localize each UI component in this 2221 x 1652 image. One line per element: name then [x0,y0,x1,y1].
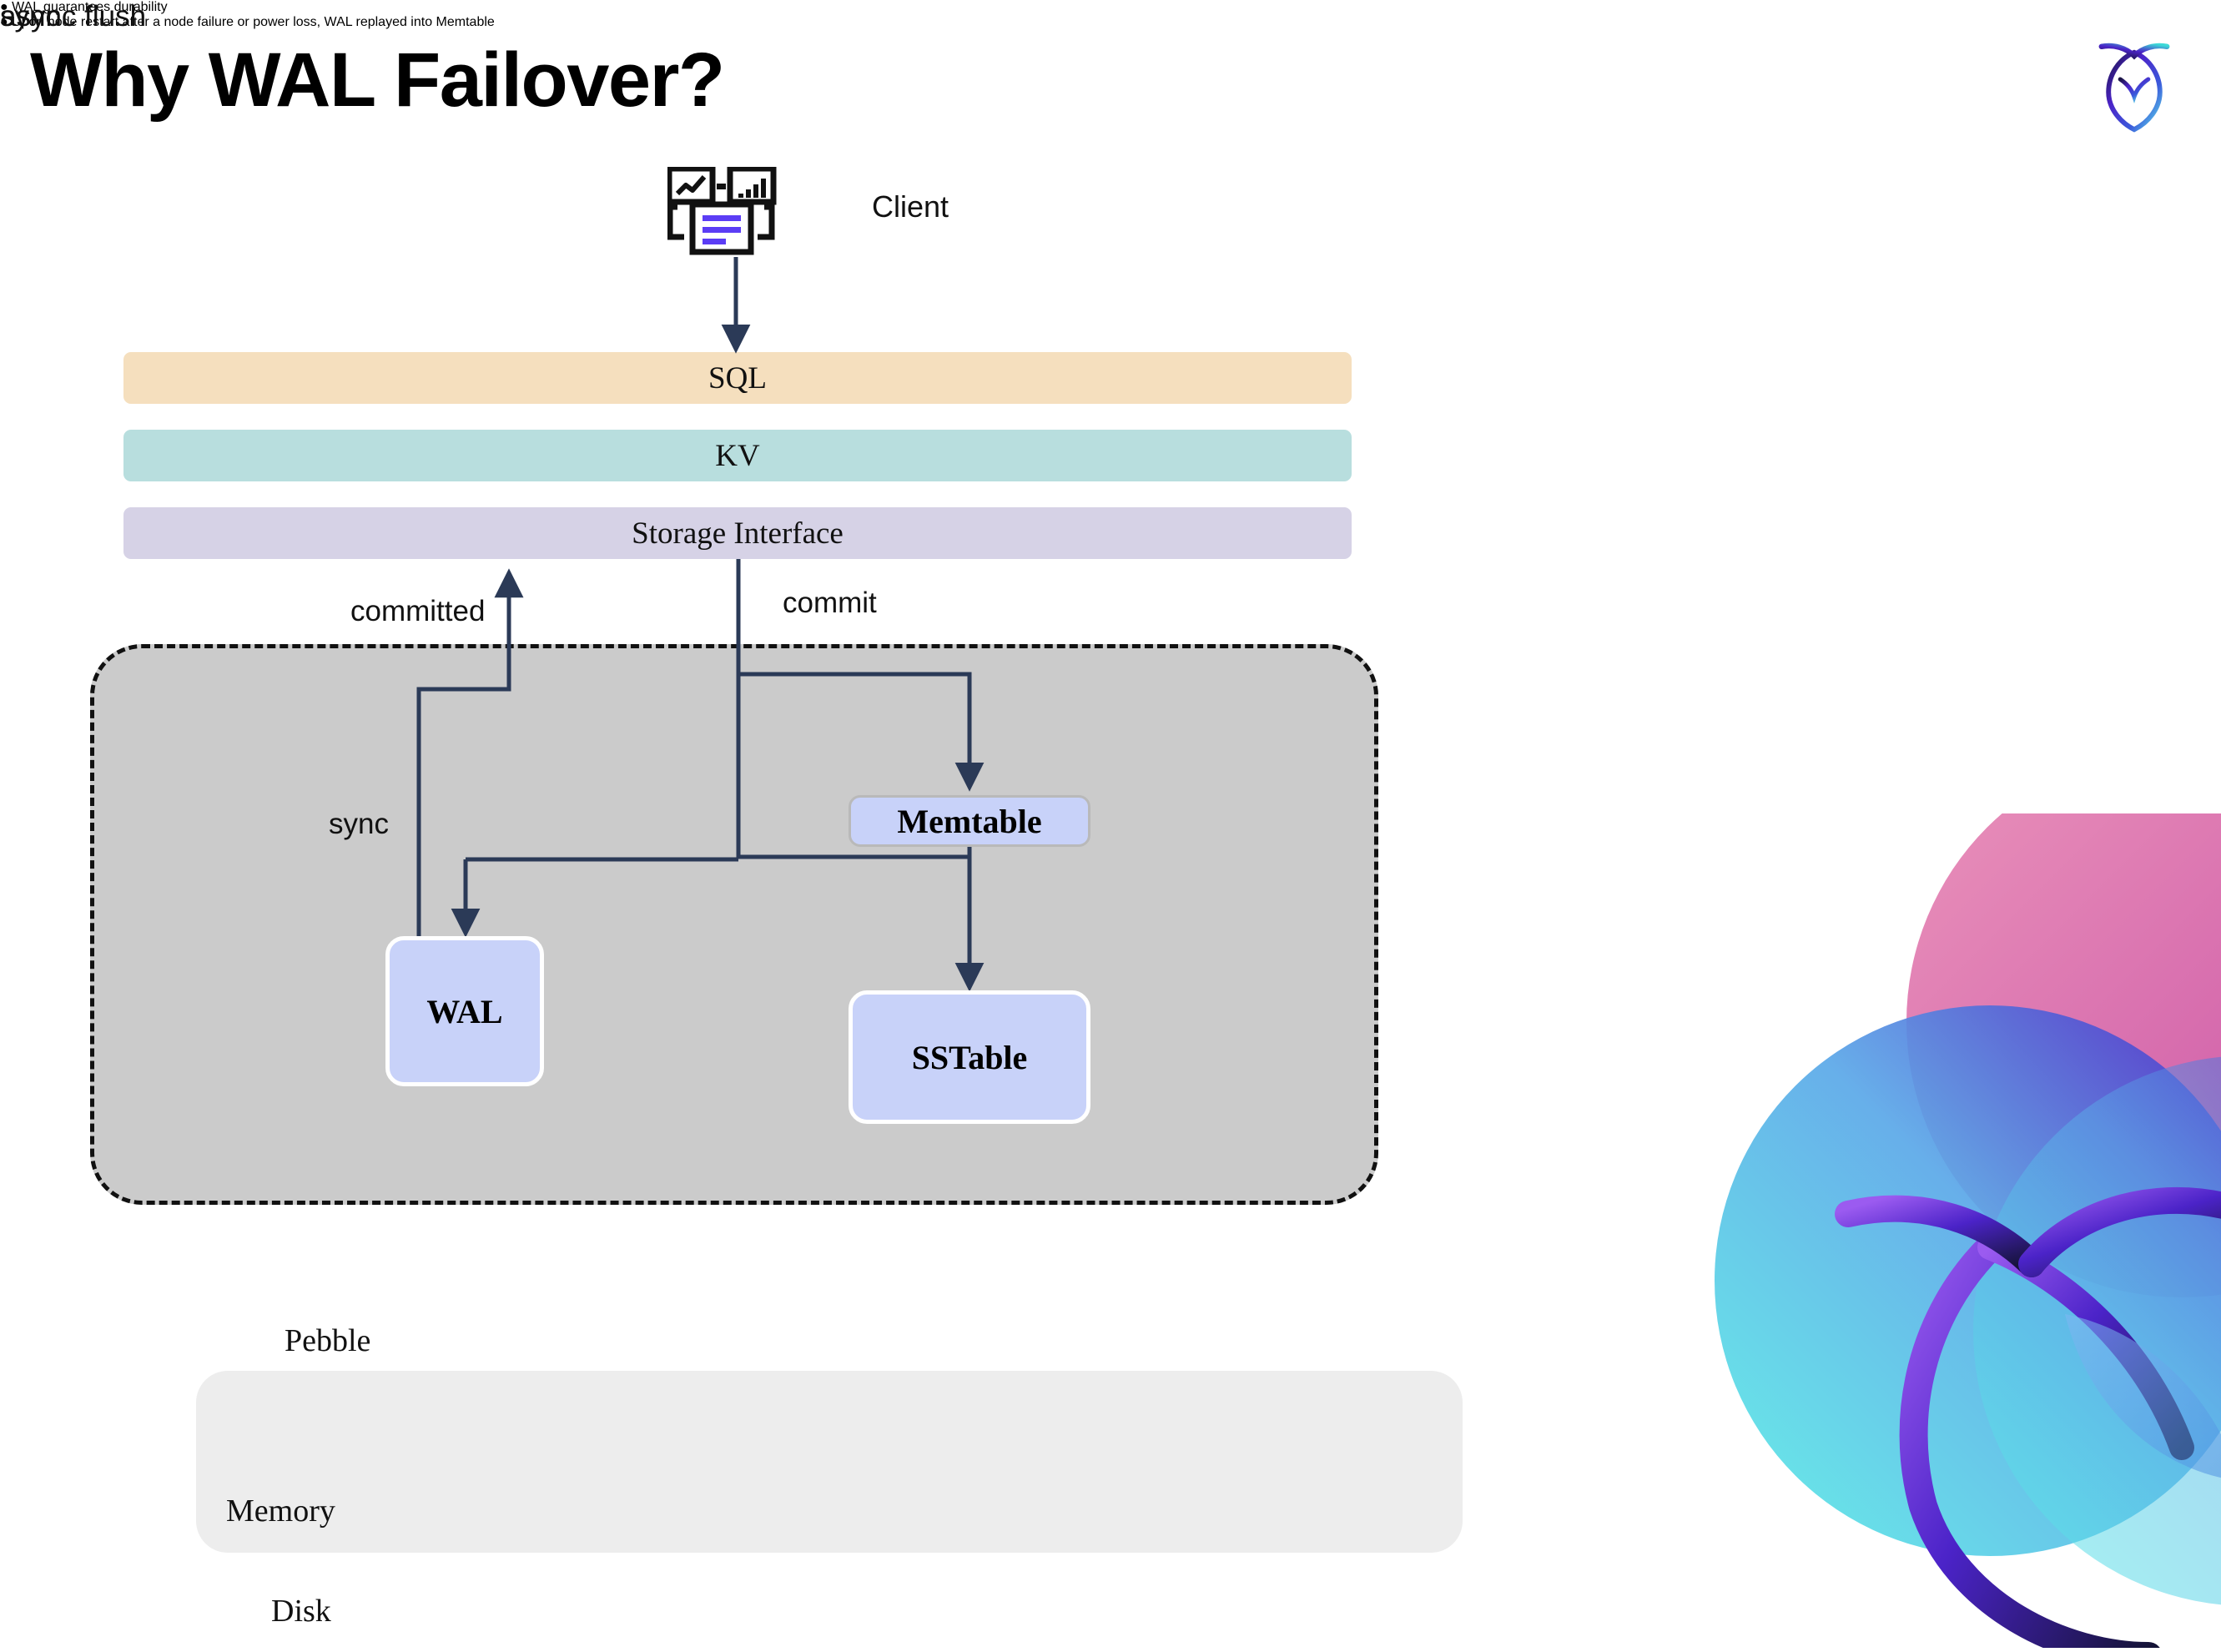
layer-label-sql: SQL [708,360,767,395]
bullet-text: WAL guarantees durability [12,0,168,14]
bullet-marker-icon: ● [0,0,8,14]
edge-label-committed: committed [350,595,486,627]
disk-label: Disk [271,1594,331,1629]
bullet-text: Upon node restart after a node failure o… [12,15,495,29]
cockroachdb-decorative-mark [1715,747,2221,1652]
page-title: Why WAL Failover? [30,38,725,123]
pebble-label: Pebble [285,1323,371,1358]
layer-bar-kv: KV [123,430,1352,481]
pebble-container: Pebble Memory Disk [90,644,1463,1629]
bullet-marker-icon: ● [0,15,8,29]
edge-label-sync-a: sync [329,808,389,840]
edge-label-commit: commit [783,587,877,619]
layer-bar-sql: SQL [123,352,1352,404]
memory-label: Memory [226,1493,335,1529]
memory-region [196,1371,1463,1553]
node-sstable: SSTable [849,990,1090,1124]
node-wal-label: WAL [426,992,503,1030]
edge-label-async-flush: async flush [0,0,147,33]
edge-label-sync-b: sync [0,0,60,33]
node-wal: WAL [385,936,544,1086]
layer-bar-storage-interface: Storage Interface [123,507,1352,559]
node-memtable: Memtable [849,795,1090,847]
layer-label-storage-interface: Storage Interface [632,516,844,551]
client-dashboard-icon [666,165,801,259]
bullet-list: ● WAL guarantees durability ● Upon node … [0,0,2221,30]
node-sstable-label: SSTable [911,1038,1028,1076]
client-label: Client [872,189,949,224]
node-memtable-label: Memtable [897,802,1042,840]
layer-label-kv: KV [715,438,760,473]
list-item: ● Upon node restart after a node failure… [0,15,2221,30]
cockroachdb-logo-icon [2076,27,2193,144]
list-item: ● WAL guarantees durability [0,0,2221,15]
